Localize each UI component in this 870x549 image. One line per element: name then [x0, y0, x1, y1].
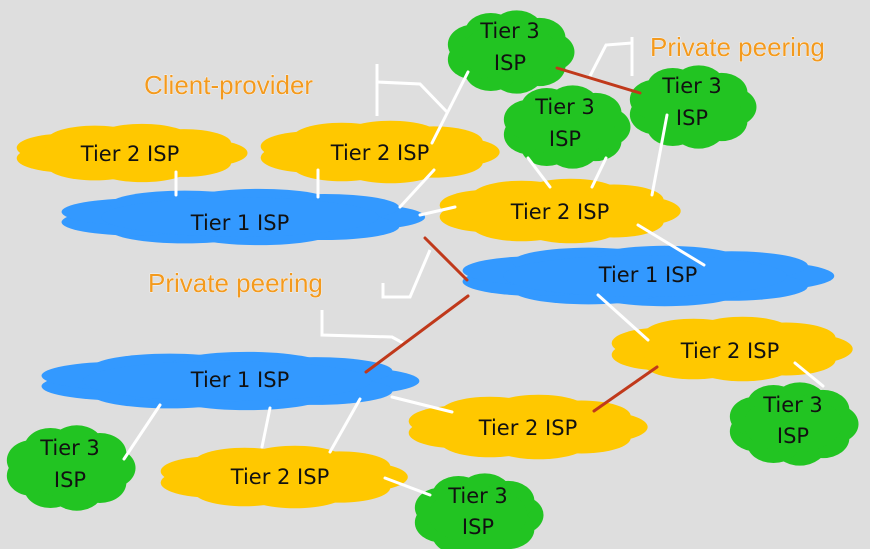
tier3-right-cloud: [629, 65, 757, 149]
tier2-e-cloud: [408, 394, 648, 460]
tier1-bottom-label: Tier 1 ISP: [190, 368, 289, 392]
tier3-mid-label-1: Tier 3: [534, 95, 595, 119]
tier3-mid-label-2: ISP: [549, 127, 581, 151]
link-t3top-t2b: [430, 70, 470, 145]
private-peering-left-annotation: Private peering: [148, 268, 323, 298]
tier1-bottom-cloud: [41, 351, 420, 411]
tier2-f-cloud: [160, 445, 408, 509]
tier2-b-label: Tier 2 ISP: [330, 141, 429, 165]
link-t3mid-t2c: [526, 156, 552, 189]
peering-t1right-t1bottom: [364, 294, 470, 374]
tier2-d-cloud: [611, 316, 853, 382]
link-t2d-t3lowright: [793, 361, 825, 388]
tier3-bottom-label-1: Tier 3: [447, 484, 508, 508]
private-peering-left-bracket: [320, 249, 432, 345]
link-t1bottom-t2f: [260, 406, 272, 449]
tier2-b-cloud: [260, 120, 500, 184]
peering-links: [364, 66, 659, 413]
tier2-f-label: Tier 2 ISP: [230, 465, 329, 489]
tier2-a-cloud: [16, 123, 248, 183]
tier3-top-label-1: Tier 3: [479, 19, 540, 43]
tier2-e-label: Tier 2 ISP: [478, 416, 577, 440]
link-t2f-t3bottom: [383, 476, 432, 497]
client-provider-annotation: Client-provider: [144, 70, 313, 100]
tier2-d-label: Tier 2 ISP: [680, 339, 779, 363]
tier3-bottom-cloud: [414, 473, 544, 549]
link-t1bottom-t3bottom: [328, 397, 362, 454]
client-provider-links: [122, 70, 825, 497]
tier3-right-label-1: Tier 3: [661, 74, 722, 98]
tier3-lowright-label-2: ISP: [777, 424, 809, 448]
peering-t3top-t3right: [555, 66, 642, 95]
peering-t2d-t2e: [592, 365, 659, 413]
link-t2b-t1left: [398, 168, 436, 209]
private-peering-top-bracket: [588, 37, 634, 77]
link-t1right-t2d: [596, 293, 650, 342]
tier3-left-cloud: [6, 425, 136, 511]
tier3-mid-cloud: [503, 85, 631, 169]
client-provider-bracket: [375, 64, 449, 116]
tier3-lowright-cloud: [729, 382, 859, 466]
annotations: Client-provider Private peering Private …: [144, 32, 826, 299]
tier2-c-label: Tier 2 ISP: [510, 200, 609, 224]
cloud-labels: Tier 1 ISP Tier 1 ISP Tier 1 ISP Tier 2 …: [39, 19, 823, 539]
link-t1bottom-t2e: [390, 395, 454, 414]
link-t1left-t2c: [418, 205, 457, 217]
tier3-left-label-1: Tier 3: [39, 436, 100, 460]
tier2-a-label: Tier 2 ISP: [80, 142, 179, 166]
link-t3right-t2c: [650, 113, 669, 197]
tier1-right-label: Tier 1 ISP: [598, 263, 697, 287]
peering-t1left-t1right: [423, 236, 469, 282]
tier3-left-label-2: ISP: [54, 468, 86, 492]
private-peering-top-annotation: Private peering: [650, 32, 825, 62]
tier1-left-cloud: [61, 188, 426, 246]
link-t1bottom-t3left: [122, 403, 162, 461]
tier3-top-cloud: [447, 10, 575, 94]
tier3-right-label-2: ISP: [676, 106, 708, 130]
tier3-lowright-label-1: Tier 3: [762, 393, 823, 417]
tier3-top-label-2: ISP: [494, 51, 526, 75]
tier2-c-cloud: [439, 178, 681, 244]
tier1-left-label: Tier 1 ISP: [190, 211, 289, 235]
link-t2c-t1right: [636, 223, 706, 267]
link-t3mid-t2c-2: [590, 156, 608, 189]
tier3-bottom-label-2: ISP: [462, 515, 494, 539]
